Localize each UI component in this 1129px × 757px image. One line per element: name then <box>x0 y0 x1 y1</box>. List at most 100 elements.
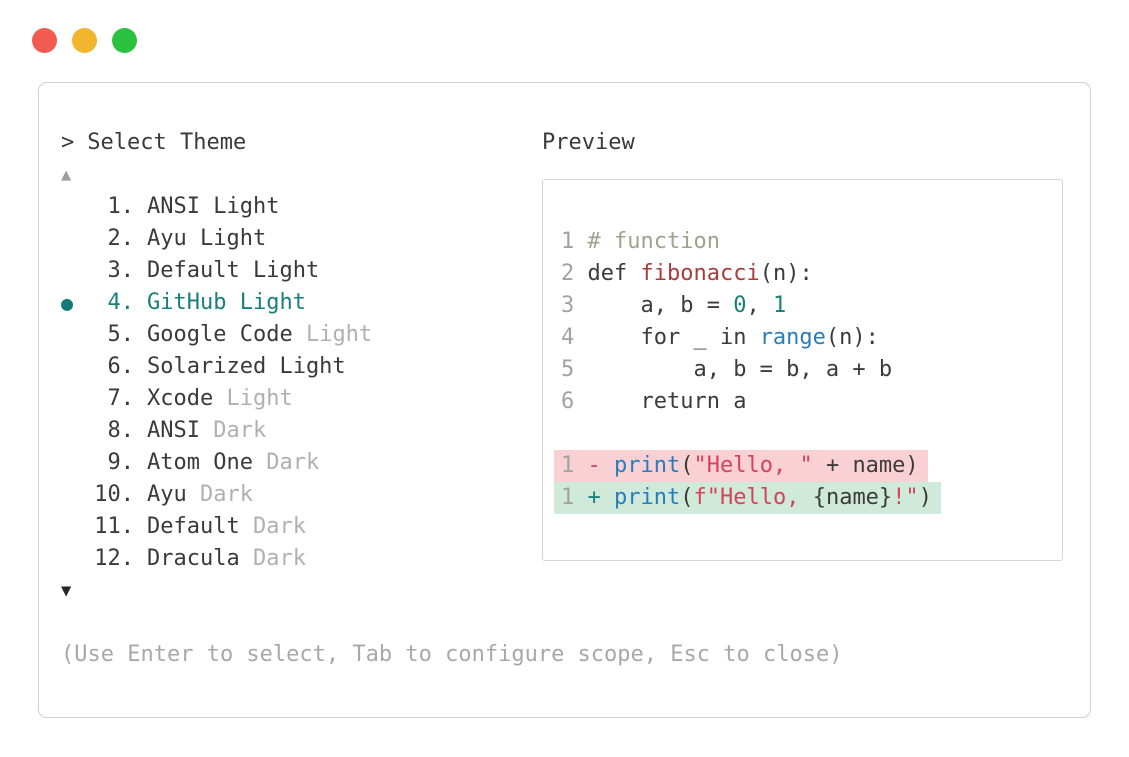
theme-option-number: 9. <box>107 450 135 475</box>
theme-option-number: 7. <box>107 386 135 411</box>
code-token: (n): <box>759 261 813 286</box>
theme-option-ansi-light[interactable]: 1. ANSI Light <box>61 191 842 223</box>
theme-option-atom-one[interactable]: 9. Atom One Dark <box>61 447 842 479</box>
minimize-button[interactable] <box>72 28 97 53</box>
code-token: + <box>587 485 614 510</box>
code-token: {name} <box>812 485 893 510</box>
theme-option-ansi[interactable]: 8.ANSI Dark <box>61 415 842 447</box>
line-number: 1 <box>561 453 588 478</box>
code-line <box>561 418 1062 450</box>
theme-option-label: Default <box>147 514 240 539</box>
code-token: "Hello, " <box>693 453 813 478</box>
code-line: 1 # function <box>561 226 1062 258</box>
code-token: !" <box>892 485 919 510</box>
line-number <box>561 421 588 446</box>
theme-option-number: 8. <box>107 418 135 443</box>
theme-option-github-light[interactable]: ●4.GitHub Light <box>61 287 842 319</box>
theme-option-number: 11. <box>94 514 134 539</box>
theme-option-dracula[interactable]: 12.Dracula Dark <box>61 543 842 575</box>
line-number: 2 <box>561 261 588 286</box>
code-token: 1 <box>772 293 787 318</box>
code-token: a, b = b, a + b <box>587 357 893 382</box>
scroll-down-icon[interactable]: ▼ <box>61 581 72 601</box>
theme-option-ayu[interactable]: 10. Ayu Dark <box>61 479 842 511</box>
marker-spacer <box>61 511 94 543</box>
theme-option-label-variant: Dark <box>252 450 320 475</box>
theme-option-number: 10. <box>94 482 134 507</box>
code-line: 3 a, b = 0, 1 <box>561 290 1062 322</box>
theme-option-label: Dracula <box>147 546 240 571</box>
code-token: return a <box>587 389 747 414</box>
theme-option-default-light[interactable]: 3. Default Light <box>61 255 842 287</box>
theme-option-ayu-light[interactable]: 2. Ayu Light <box>61 223 842 255</box>
diff-add-line: 1 + print(f"Hello, {name}!") <box>554 482 1062 514</box>
palette-prompt: > Select Theme <box>61 127 842 159</box>
code-token: print <box>614 485 681 510</box>
theme-option-number: 12. <box>94 546 134 571</box>
scroll-down-row: ▼ <box>61 575 842 607</box>
selected-bullet-icon: ● <box>61 291 74 315</box>
line-number: 1 <box>561 229 588 254</box>
marker-spacer <box>61 223 94 255</box>
line-number: 6 <box>561 389 588 414</box>
code-token: ) <box>918 485 932 510</box>
theme-option-number: 5. <box>107 322 135 347</box>
palette-title: Select Theme <box>87 130 247 155</box>
code-token: (n): <box>825 325 879 350</box>
theme-option-label: Google Code <box>147 322 293 347</box>
diff-del-line: 1 - print("Hello, " + name) <box>554 450 1062 482</box>
theme-option-label: Default Light <box>147 258 320 283</box>
code-token: ( <box>680 453 694 478</box>
scroll-up-icon[interactable]: ▲ <box>61 165 72 185</box>
code-token: ( <box>680 485 694 510</box>
marker-spacer <box>61 447 94 479</box>
line-number: 3 <box>561 293 588 318</box>
preview-title: Preview <box>542 130 635 155</box>
theme-option-default[interactable]: 11. Default Dark <box>61 511 842 543</box>
code-line: 6 return a <box>561 386 1062 418</box>
theme-option-label-variant: Dark <box>186 482 253 507</box>
theme-option-xcode[interactable]: 7. Xcode Light <box>61 383 842 415</box>
prompt-chevron-icon: > <box>61 130 75 155</box>
theme-option-number: 1. <box>107 194 135 219</box>
theme-option-label: Atom One <box>147 450 253 475</box>
theme-option-label-variant: Light <box>213 386 293 411</box>
theme-option-number: 2. <box>107 226 135 251</box>
code-line: 5 a, b = b, a + b <box>561 354 1062 386</box>
theme-option-solarized-light[interactable]: 6.Solarized Light <box>61 351 842 383</box>
theme-option-label: Solarized Light <box>147 354 346 379</box>
theme-option-label: ANSI Light <box>147 194 280 219</box>
theme-option-label: Ayu Light <box>147 226 267 251</box>
theme-palette-window: > Select Theme ▲ 1. ANSI Light 2. Ayu Light… <box>38 82 1091 718</box>
code-token: def <box>587 261 641 286</box>
theme-list-pane: > Select Theme ▲ 1. ANSI Light 2. Ayu Light… <box>61 127 842 671</box>
marker-spacer <box>61 543 94 575</box>
help-text: (Use Enter to select, Tab to configure s… <box>61 642 843 667</box>
diff-highlight: 1 + print(f"Hello, {name}!") <box>554 482 941 514</box>
marker-spacer <box>61 351 94 383</box>
zoom-button[interactable] <box>112 28 137 53</box>
theme-option-google-code[interactable]: 5.Google Code Light <box>61 319 842 351</box>
window-controls <box>32 28 137 53</box>
scroll-up-row: ▲ <box>61 159 842 191</box>
line-number: 4 <box>561 325 588 350</box>
spacer-row <box>61 607 842 639</box>
code-token: # function <box>587 229 720 254</box>
theme-option-label: Ayu <box>147 482 187 507</box>
code-token: f"Hello, <box>693 485 813 510</box>
code-token: , <box>746 293 773 318</box>
marker-spacer <box>61 479 94 511</box>
theme-option-number: 3. <box>107 258 135 283</box>
theme-option-label: ANSI <box>147 418 200 443</box>
code-token: a, b = <box>587 293 734 318</box>
code-token: 0 <box>733 293 747 318</box>
code-token: print <box>614 453 681 478</box>
theme-option-label: Xcode <box>147 386 214 411</box>
theme-option-label-variant: Dark <box>239 514 306 539</box>
code-line: 2 def fibonacci(n): <box>561 258 1062 290</box>
close-button[interactable] <box>32 28 57 53</box>
line-number: 5 <box>561 357 588 382</box>
marker-spacer <box>61 319 94 351</box>
